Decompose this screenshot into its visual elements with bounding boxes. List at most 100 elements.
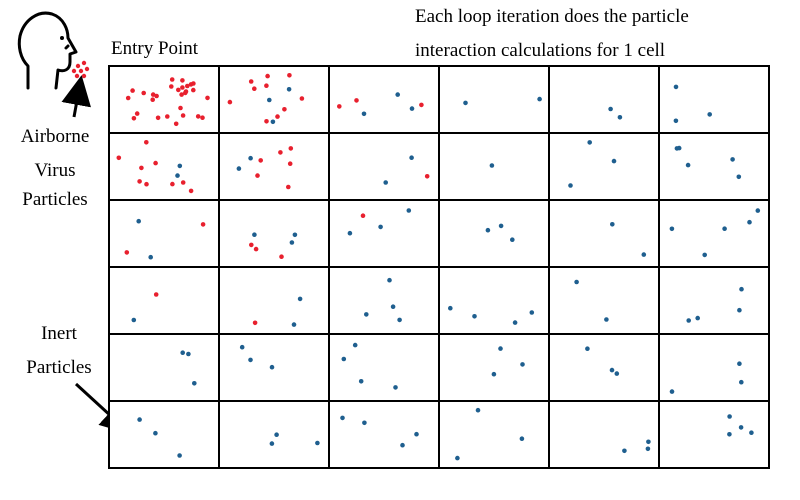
virus-particle bbox=[419, 102, 424, 108]
exhaled-virus-particle bbox=[74, 73, 80, 79]
virus-particle bbox=[180, 78, 185, 83]
virus-particle bbox=[227, 99, 233, 105]
grid-cell-r5-c2 bbox=[328, 400, 440, 469]
grid-cell-r1-c2 bbox=[328, 132, 440, 201]
inert-particle bbox=[248, 155, 253, 161]
inert-particle bbox=[378, 224, 383, 230]
inert-particle bbox=[695, 315, 700, 321]
grid-cell-r3-c4 bbox=[548, 266, 660, 335]
inert-particle bbox=[617, 115, 623, 120]
grid-cell-r3-c5 bbox=[658, 266, 770, 335]
inert-particle bbox=[340, 415, 345, 421]
inert-particle bbox=[180, 350, 185, 356]
virus-particle bbox=[134, 111, 140, 116]
inert-particle bbox=[274, 432, 279, 438]
virus-particle bbox=[200, 115, 205, 120]
grid-cell-r5-c4 bbox=[548, 400, 660, 469]
inert-particle bbox=[463, 100, 468, 106]
grid-cell-r1-c3 bbox=[438, 132, 550, 201]
inert-particle bbox=[397, 317, 402, 323]
virus-particle bbox=[130, 88, 135, 93]
inert-particle bbox=[393, 385, 398, 390]
virus-particle bbox=[169, 84, 174, 89]
grid-cell-r2-c5 bbox=[658, 199, 770, 268]
virus-particle bbox=[282, 107, 287, 112]
virus-particle bbox=[185, 83, 190, 89]
virus-particle bbox=[205, 95, 210, 101]
grid-cell-r0-c2 bbox=[328, 65, 440, 134]
inert-particle bbox=[614, 371, 620, 376]
inert-label-line-2: Particles bbox=[26, 357, 92, 378]
inert-particle bbox=[510, 237, 515, 242]
inert-particle bbox=[737, 361, 742, 367]
inert-particle bbox=[669, 226, 675, 232]
inert-particle bbox=[737, 307, 742, 313]
inert-particle bbox=[519, 436, 525, 442]
virus-particle bbox=[249, 242, 254, 248]
virus-particle bbox=[360, 213, 366, 218]
inert-particle bbox=[498, 346, 503, 351]
virus-particle bbox=[179, 92, 184, 97]
inert-particle bbox=[131, 317, 137, 323]
virus-particle bbox=[287, 161, 293, 166]
virus-particle bbox=[288, 146, 294, 151]
inert-particle bbox=[611, 158, 617, 164]
virus-particle bbox=[354, 98, 359, 103]
virus-particle bbox=[155, 115, 161, 121]
inert-particle bbox=[400, 442, 405, 448]
virus-particle bbox=[252, 320, 258, 326]
grid-cell-r1-c5 bbox=[658, 132, 770, 201]
grid-cell-r2-c4 bbox=[548, 199, 660, 268]
grid-cell-r0-c4 bbox=[548, 65, 660, 134]
inert-particle bbox=[645, 446, 651, 452]
grid-cell-r1-c1 bbox=[218, 132, 330, 201]
inert-particle bbox=[239, 344, 245, 350]
grid-cell-r0-c3 bbox=[438, 65, 550, 134]
inert-particle bbox=[512, 320, 518, 325]
grid-cell-r4-c2 bbox=[328, 333, 440, 402]
virus-particle bbox=[144, 140, 149, 145]
inert-particle bbox=[489, 163, 495, 168]
grid-cell-r0-c0 bbox=[108, 65, 220, 134]
virus-particle bbox=[248, 79, 254, 84]
inert-particle bbox=[702, 252, 707, 258]
inert-particle bbox=[587, 140, 592, 145]
inert-particle bbox=[267, 97, 272, 103]
virus-particle bbox=[191, 87, 196, 93]
virus-particle bbox=[265, 73, 270, 79]
inert-particle bbox=[609, 367, 615, 373]
airborne-label-line-3: Particles bbox=[22, 189, 88, 210]
virus-particle bbox=[337, 104, 342, 109]
virus-particle bbox=[264, 119, 269, 124]
grid-cell-r4-c4 bbox=[548, 333, 660, 402]
virus-particle bbox=[176, 87, 181, 93]
inert-particle bbox=[136, 218, 141, 224]
inert-particle bbox=[641, 252, 647, 257]
inert-particle bbox=[341, 356, 347, 362]
virus-particle bbox=[141, 90, 146, 96]
virus-particle bbox=[279, 254, 284, 259]
grid-cell-r1-c4 bbox=[548, 132, 660, 201]
inert-particle bbox=[686, 318, 691, 323]
virus-particle bbox=[200, 222, 206, 227]
virus-particle bbox=[183, 90, 188, 96]
airborne-label-line-2: Virus bbox=[34, 160, 76, 181]
inert-particle bbox=[409, 106, 415, 111]
virus-particle bbox=[131, 116, 137, 121]
exhaled-virus-particle bbox=[71, 68, 77, 74]
inert-particle bbox=[270, 119, 276, 125]
inert-particle bbox=[498, 223, 504, 229]
virus-particle bbox=[180, 85, 185, 90]
virus-particle bbox=[150, 92, 156, 97]
inert-particle bbox=[707, 112, 712, 117]
inert-particle bbox=[192, 381, 197, 386]
inert-particle bbox=[364, 312, 369, 317]
inert-particle bbox=[537, 96, 542, 102]
inert-particle bbox=[289, 240, 295, 245]
inert-particle bbox=[175, 173, 180, 178]
inert-particle bbox=[622, 448, 627, 454]
inert-particle bbox=[395, 92, 401, 97]
virus-particle bbox=[165, 114, 170, 119]
virus-particle bbox=[278, 150, 283, 155]
